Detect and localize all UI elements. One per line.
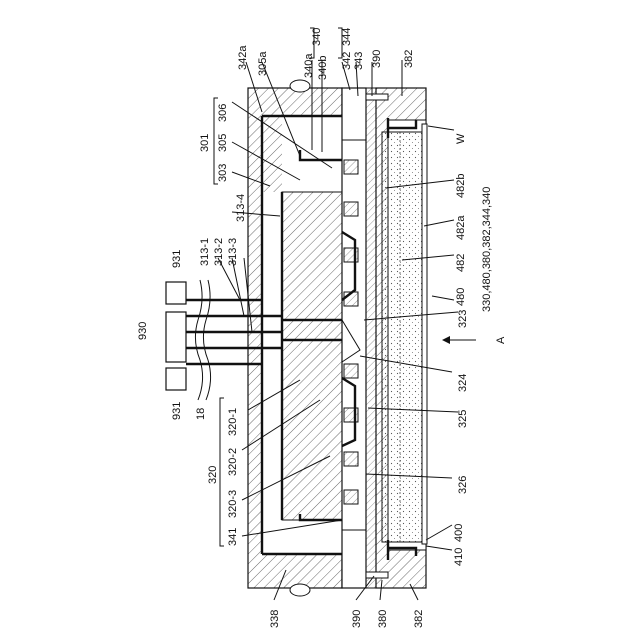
label-380: 380 [377,610,389,628]
label-313-4: 313-4 [235,194,247,222]
label-320: 320 [207,466,219,484]
gas-box-931-bottom [166,368,186,390]
label-344: 344 [341,28,353,46]
label-342: 342 [341,52,353,70]
label-482a: 482a [455,215,467,240]
label-313-3: 313-3 [227,238,239,266]
label-338: 338 [269,610,281,628]
label-342a: 342a [237,45,249,70]
label-18: 18 [195,408,207,420]
label-382-bottom: 382 [413,610,425,628]
label-w: W [455,133,467,144]
ceramic-482 [382,132,422,542]
label-343: 343 [353,52,365,70]
arrow-a [442,336,476,344]
label-306: 306 [217,104,229,122]
gas-box-931-top [166,282,186,304]
label-325: 325 [457,410,469,428]
label-480: 480 [455,288,467,306]
label-301: 301 [199,134,211,152]
label-303: 303 [217,164,229,182]
label-320-2: 320-2 [227,448,239,476]
label-305a: 305a [257,51,269,76]
shower-plate-343 [366,88,376,588]
label-313-1: 313-1 [199,238,211,266]
label-326: 326 [457,476,469,494]
label-390-bottom: 390 [351,610,363,628]
label-341: 341 [227,528,239,546]
label-324: 324 [457,374,469,392]
label-340b: 340b [317,56,329,80]
label-482: 482 [455,254,467,272]
gas-box-930 [166,312,186,362]
label-931-top: 931 [171,250,183,268]
label-931-bottom: 931 [171,402,183,420]
label-340a: 340a [303,53,315,78]
label-410: 410 [453,548,465,566]
label-400: 400 [453,524,465,542]
label-482b: 482b [455,174,467,198]
label-305: 305 [217,134,229,152]
label-340: 340 [311,28,323,46]
label-a: A [495,336,507,344]
label-390-top: 390 [371,50,383,68]
wafer [422,124,427,544]
label-330-group: 330,480,380,382,344,340 [481,187,493,312]
label-313-2: 313-2 [213,238,225,266]
label-382-top: 382 [403,50,415,68]
label-320-1: 320-1 [227,408,239,436]
label-320-3: 320-3 [227,490,239,518]
label-930: 930 [137,322,149,340]
label-323: 323 [457,310,469,328]
